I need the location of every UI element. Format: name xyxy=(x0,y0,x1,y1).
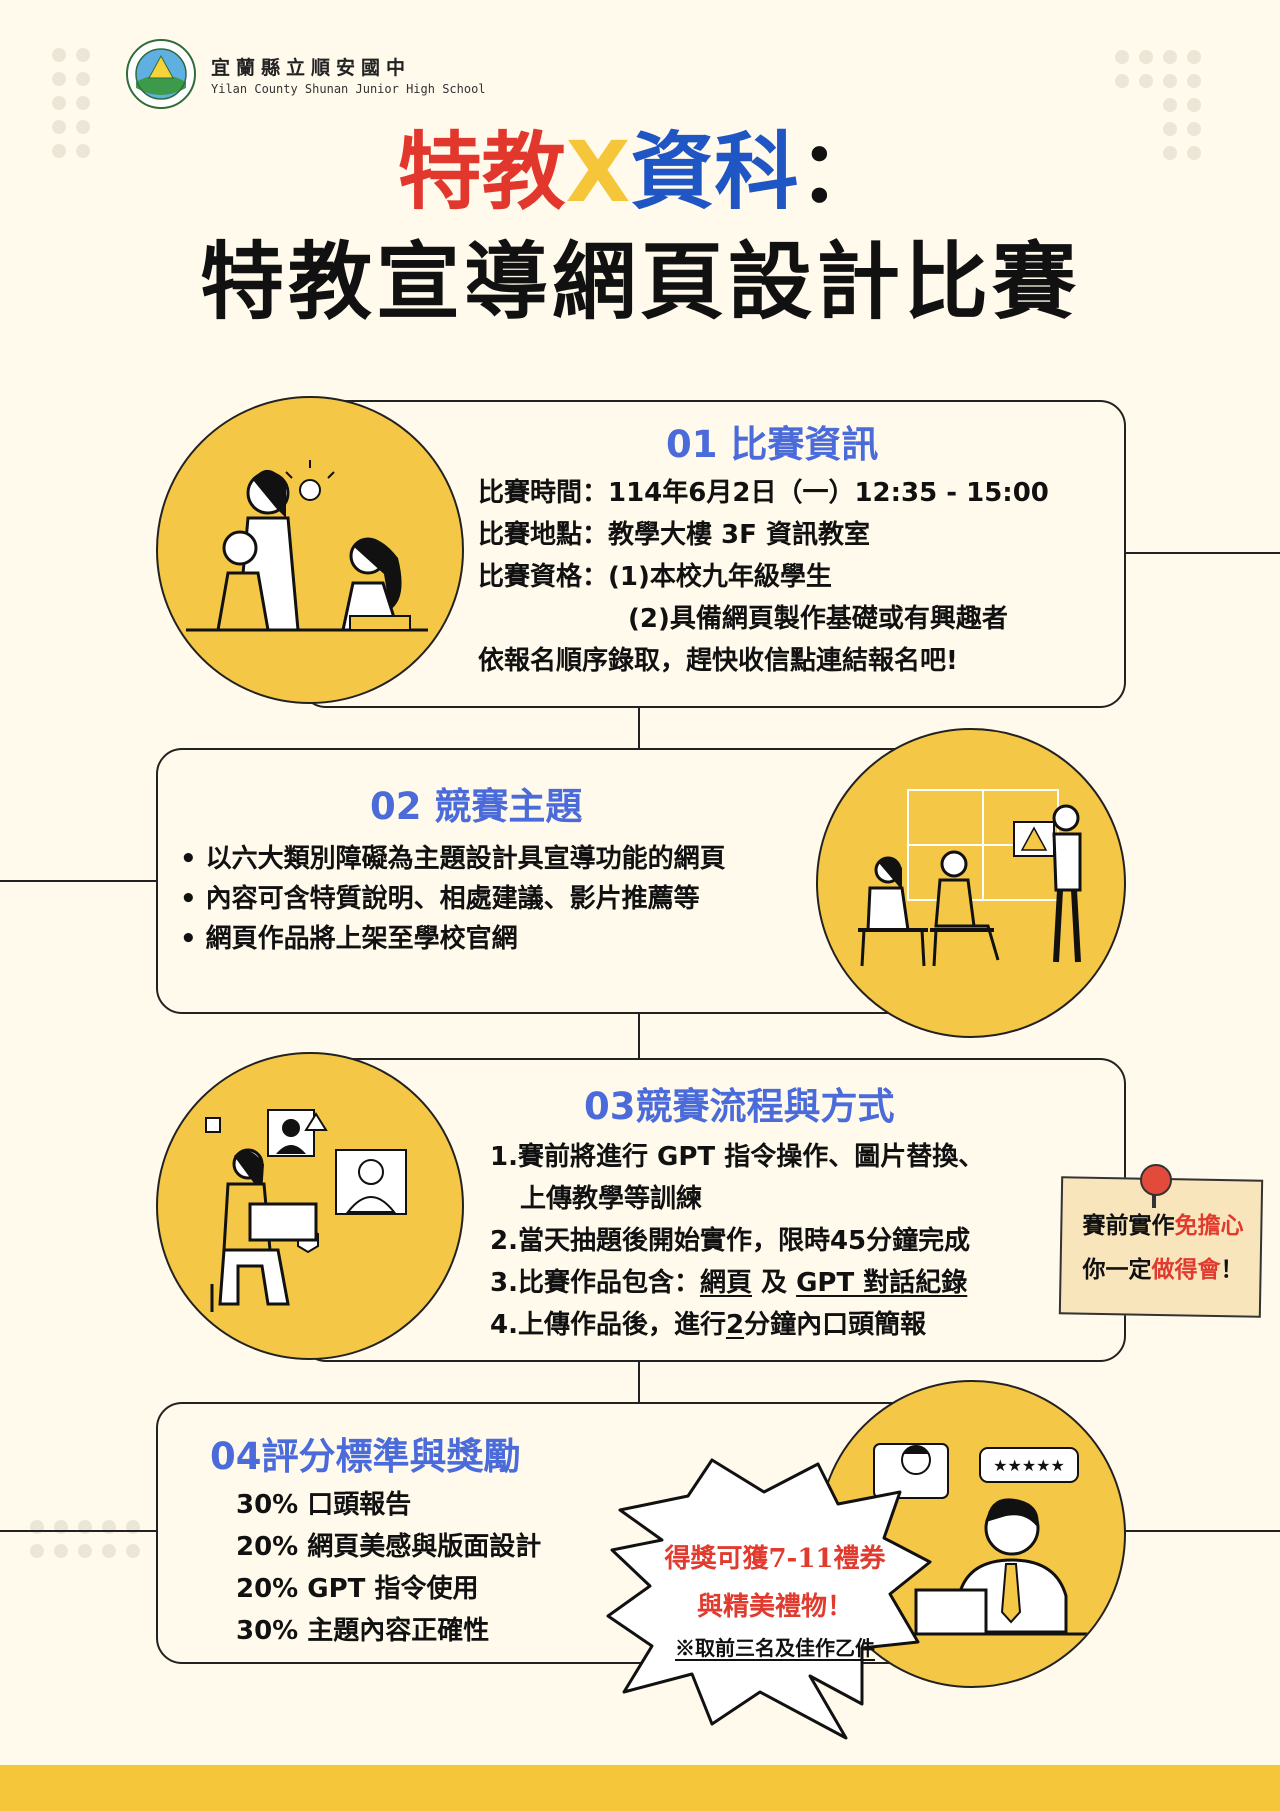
page-subtitle: 特教宣導網頁設計比賽 xyxy=(199,233,1080,331)
process-step-4-rest: 分鐘內口頭簡報 xyxy=(744,1310,927,1340)
connector-line xyxy=(638,1358,640,1402)
process-step-1-continued: 上傳教學等訓練 xyxy=(520,1184,703,1214)
connector-line xyxy=(0,880,158,882)
registration-note: 依報名順序錄取，趕快收信點連結報名吧! xyxy=(478,646,958,676)
sticky-note-text: 賽前實作 xyxy=(1082,1212,1175,1239)
section-4-heading: 04評分標準與獎勵 xyxy=(210,1435,521,1478)
deliverable-gpt-log: GPT 對話紀錄 xyxy=(796,1268,968,1298)
bottom-bar xyxy=(0,1765,1280,1811)
title-part-special-ed: 特教 xyxy=(397,123,566,221)
sticky-note-highlight: 免擔心 xyxy=(1174,1212,1244,1239)
pushpin-icon xyxy=(1140,1164,1172,1196)
sticky-note-text: ！ xyxy=(1220,1256,1244,1283)
process-step-4-label: 4.上傳作品後，進行 xyxy=(490,1310,726,1340)
process-step-2: 2.當天抽題後開始實作，限時45分鐘完成 xyxy=(490,1226,971,1256)
process-step-4: 4.上傳作品後，進行2分鐘內口頭簡報 xyxy=(490,1304,926,1341)
connector-line xyxy=(1124,1530,1280,1532)
process-step-3: 3.比賽作品包含：網頁 及 GPT 對話紀錄 xyxy=(490,1262,967,1299)
prize-burst-shape xyxy=(606,1458,932,1740)
sticky-note-highlight: 做得會 xyxy=(1151,1256,1221,1283)
theme-bullet-1: • 以六大類別障礙為主題設計具宣導功能的網頁 xyxy=(180,844,726,874)
scoring-criterion: 20% GPT 指令使用 xyxy=(236,1574,479,1604)
deliverable-webpage: 網頁 xyxy=(699,1268,752,1298)
school-name-zh: 宜蘭縣立順安國中 xyxy=(211,56,412,79)
connector-line xyxy=(0,1530,158,1532)
title-part-x: X xyxy=(565,123,631,221)
school-emblem-icon xyxy=(126,39,196,109)
illustration-circle xyxy=(156,1052,464,1360)
illustration-circle xyxy=(816,728,1126,1038)
competition-time: 比賽時間：114年6月2日（一）12:35 - 15:00 xyxy=(478,478,1049,508)
students-brainstorming-icon xyxy=(186,460,428,632)
theme-bullet-3: • 網頁作品將上架至學校官網 xyxy=(180,924,518,954)
prize-line-1: 得獎可獲7-11禮券 xyxy=(664,1544,886,1574)
illustration-circle xyxy=(156,396,464,704)
theme-bullet-2: • 內容可含特質說明、相處建議、影片推薦等 xyxy=(180,884,700,914)
presentation-minutes: 2 xyxy=(725,1310,745,1340)
scoring-criterion: 30% 口頭報告 xyxy=(236,1490,412,1520)
connector-line xyxy=(638,704,640,750)
connector-line xyxy=(638,1010,640,1060)
section-3-heading: 03競賽流程與方式 xyxy=(584,1085,895,1128)
team-presentation-icon xyxy=(858,789,1082,967)
competition-qualification-2: (2)具備網頁製作基礎或有興趣者 xyxy=(628,604,1008,634)
section-1-heading: 01 比賽資訊 xyxy=(666,423,879,466)
connector-line xyxy=(1124,552,1280,554)
page-title: 特教X資科： xyxy=(0,130,1280,214)
process-step-1: 1.賽前將進行 GPT 指令操作、圖片替換、 xyxy=(490,1142,985,1172)
dot-pattern-top-left xyxy=(52,48,122,158)
sticky-note-line-1: 賽前實作免擔心 xyxy=(1068,1206,1258,1240)
process-step-3-label: 3.比賽作品包含： xyxy=(490,1268,700,1298)
customer-support-icon: ★★★★★ xyxy=(873,1443,1090,1636)
school-name-en: Yilan County Shunan Junior High School xyxy=(211,81,486,96)
sticky-note-line-2: 你一定做得會！ xyxy=(1068,1250,1258,1284)
process-step-3-and: 及 xyxy=(751,1268,797,1298)
prize-line-3: ※取前三名及佳作乙件 xyxy=(675,1636,875,1660)
prize-line-2: 與精美禮物！ xyxy=(696,1592,853,1622)
title-part-it: 資科 xyxy=(630,123,799,221)
pushpin-needle xyxy=(1152,1190,1156,1208)
school-logo: 宜蘭縣立順安國中 Yilan County Shunan Junior High… xyxy=(125,38,486,110)
title-part-colon: ： xyxy=(798,123,883,221)
competition-qualification-1: 比賽資格：(1)本校九年級學生 xyxy=(478,562,832,592)
svg-text:★★★★★: ★★★★★ xyxy=(993,1456,1065,1475)
online-meeting-icon xyxy=(205,1109,407,1312)
scoring-criterion: 20% 網頁美感與版面設計 xyxy=(236,1532,542,1562)
sticky-note xyxy=(1058,1176,1264,1318)
sticky-note-text: 你一定 xyxy=(1082,1256,1152,1283)
dot-pattern-top-right xyxy=(1115,50,1225,160)
competition-place: 比賽地點：教學大樓 3F 資訊教室 xyxy=(478,520,870,550)
section-2-heading: 02 競賽主題 xyxy=(370,785,583,828)
scoring-criterion: 30% 主題內容正確性 xyxy=(236,1616,490,1646)
